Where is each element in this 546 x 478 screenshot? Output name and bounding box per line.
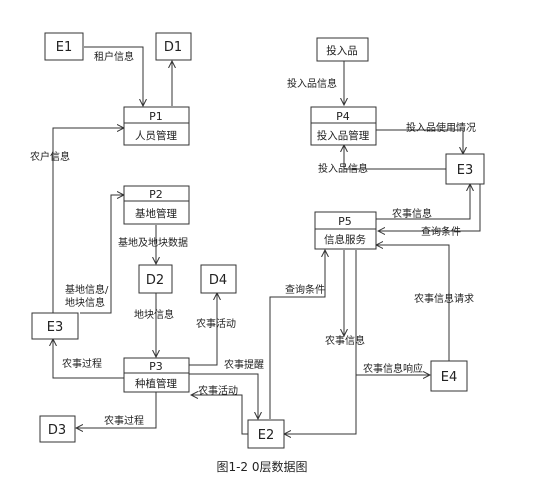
process-p1-id: P1 bbox=[149, 110, 163, 123]
entity-e4: E4 bbox=[430, 360, 468, 392]
label-farm-process-2: 农事过程 bbox=[104, 414, 144, 427]
label-farm-info-2: 农事信息 bbox=[325, 334, 365, 347]
label-farm-activity-1: 农事活动 bbox=[196, 317, 236, 330]
label-base-plot-data: 基地及地块数据 bbox=[118, 236, 188, 249]
store-d4-label: D4 bbox=[209, 273, 227, 288]
flow-labels: 租户信息 农户信息 基地及地块数据 基地信息/ 地块信息 地块信息 农事活动 农… bbox=[30, 50, 476, 427]
process-p1: P1 人员管理 bbox=[123, 106, 190, 146]
label-farmer-info: 农户信息 bbox=[30, 150, 70, 163]
entity-input-item-label: 投入品 bbox=[326, 44, 358, 57]
store-d4: D4 bbox=[200, 264, 237, 294]
process-p5-id: P5 bbox=[338, 215, 352, 228]
flow-p5-e2-response bbox=[284, 250, 357, 434]
process-p5: P5 信息服务 bbox=[314, 211, 377, 250]
label-farm-info-request: 农事信息请求 bbox=[414, 292, 474, 305]
entity-e2-label: E2 bbox=[258, 428, 275, 443]
entity-input-item: 投入品 bbox=[316, 37, 369, 62]
label-plot-info-2: 地块信息 bbox=[134, 308, 174, 321]
entity-e3-right-label: E3 bbox=[457, 163, 474, 178]
label-plot-info-1: 地块信息 bbox=[65, 296, 105, 309]
label-input-info-2: 投入品信息 bbox=[318, 162, 368, 175]
store-d2-label: D2 bbox=[146, 273, 164, 288]
label-farm-process-1: 农事过程 bbox=[62, 357, 102, 370]
flow-e3-p1 bbox=[52, 128, 124, 313]
entity-e1-label: E1 bbox=[56, 40, 73, 55]
entity-e3-left-label: E3 bbox=[47, 320, 64, 335]
process-p4: P4 投入品管理 bbox=[310, 106, 377, 146]
process-p2-id: P2 bbox=[149, 188, 163, 201]
label-query-cond-1: 查询条件 bbox=[421, 225, 461, 238]
flow-lines bbox=[52, 46, 481, 435]
figure-caption: 图1-2 0层数据图 bbox=[216, 459, 307, 474]
store-d1-label: D1 bbox=[164, 40, 182, 55]
flow-e2-p3 bbox=[191, 395, 248, 435]
label-base-info: 基地信息/ bbox=[65, 283, 109, 296]
label-farm-reminder: 农事提醒 bbox=[224, 358, 264, 371]
flow-e3-p5 bbox=[378, 184, 481, 231]
process-p5-name: 信息服务 bbox=[324, 233, 366, 246]
label-farm-info-1: 农事信息 bbox=[392, 207, 432, 220]
flow-p3-d3 bbox=[76, 392, 157, 428]
flow-e1-p1 bbox=[84, 46, 143, 106]
flow-e2-p5 bbox=[269, 250, 325, 419]
label-input-info-1: 投入品信息 bbox=[287, 77, 337, 90]
process-p3-name: 种植管理 bbox=[135, 377, 177, 390]
entity-e2: E2 bbox=[247, 419, 285, 449]
flow-e3-p2 bbox=[80, 195, 124, 314]
label-tenant-info: 租户信息 bbox=[94, 50, 134, 63]
process-p3: P3 种植管理 bbox=[123, 357, 190, 393]
flow-p4-e3 bbox=[376, 129, 463, 154]
flow-p3-e2 bbox=[189, 373, 258, 419]
flow-e4-p5 bbox=[376, 245, 450, 361]
label-query-cond-2: 查询条件 bbox=[285, 283, 325, 296]
process-p1-name: 人员管理 bbox=[135, 129, 177, 142]
flow-p3-d4 bbox=[189, 293, 217, 366]
process-p4-id: P4 bbox=[336, 110, 350, 123]
store-d3-label: D3 bbox=[48, 423, 66, 438]
store-d2: D2 bbox=[138, 264, 173, 294]
entity-e4-label: E4 bbox=[441, 370, 458, 385]
process-p3-id: P3 bbox=[149, 360, 163, 373]
process-p2-name: 基地管理 bbox=[135, 207, 177, 220]
store-d1: D1 bbox=[155, 32, 192, 61]
entity-e3-left: E3 bbox=[31, 312, 79, 340]
label-farm-info-response: 农事信息响应 bbox=[363, 362, 423, 375]
label-farm-activity-2: 农事活动 bbox=[198, 384, 238, 397]
process-p4-name: 投入品管理 bbox=[317, 129, 370, 142]
store-d3: D3 bbox=[39, 415, 76, 443]
flow-e3-p4 bbox=[344, 145, 446, 170]
entity-e1: E1 bbox=[44, 32, 84, 61]
label-input-usage: 投入品使用情况 bbox=[406, 121, 476, 134]
flow-p5-e3 bbox=[376, 184, 470, 220]
flow-p3-e3 bbox=[53, 339, 124, 379]
entity-e3-right: E3 bbox=[445, 153, 485, 185]
process-p2: P2 基地管理 bbox=[123, 185, 190, 225]
